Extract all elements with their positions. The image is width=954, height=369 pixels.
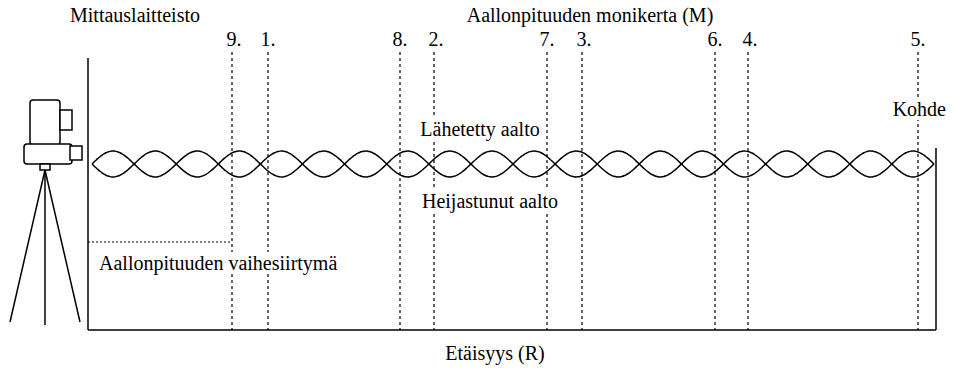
marker-line (917, 52, 918, 330)
axis-label: Etäisyys (R) (443, 342, 546, 364)
wave (92, 151, 934, 177)
axis-label: Aallonpituuden monikerta (M) (465, 4, 716, 26)
callout-number: 3. (575, 28, 594, 50)
multiple-markers (232, 52, 918, 330)
callout-number: 8. (391, 28, 410, 50)
device-label: Mittauslaitteisto (68, 4, 202, 26)
marker-line (747, 52, 748, 330)
callout-number: 7. (538, 28, 557, 50)
phase-label: Aallonpituuden vaihesiirtymä (97, 252, 339, 274)
frame-lines (88, 58, 936, 330)
marker-line (231, 52, 232, 330)
wave-label: Heijastunut aalto (420, 190, 560, 212)
marker-line (581, 52, 582, 330)
callout-number: 4. (741, 28, 760, 50)
phase-shift-line (88, 241, 232, 242)
callout-number: 2. (427, 28, 446, 50)
waves (92, 151, 934, 177)
camera-tripod (10, 100, 82, 325)
target-label: Kohde (891, 98, 948, 120)
marker-line (714, 52, 715, 330)
callout-number: 9. (225, 28, 244, 50)
marker-line (267, 52, 268, 330)
callout-number: 1. (259, 28, 278, 50)
callout-number: 6. (706, 28, 725, 50)
marker-line (399, 52, 400, 330)
callout-number: 5. (909, 28, 928, 50)
wave-label: Lähetetty aalto (418, 118, 541, 140)
wave (92, 151, 934, 177)
